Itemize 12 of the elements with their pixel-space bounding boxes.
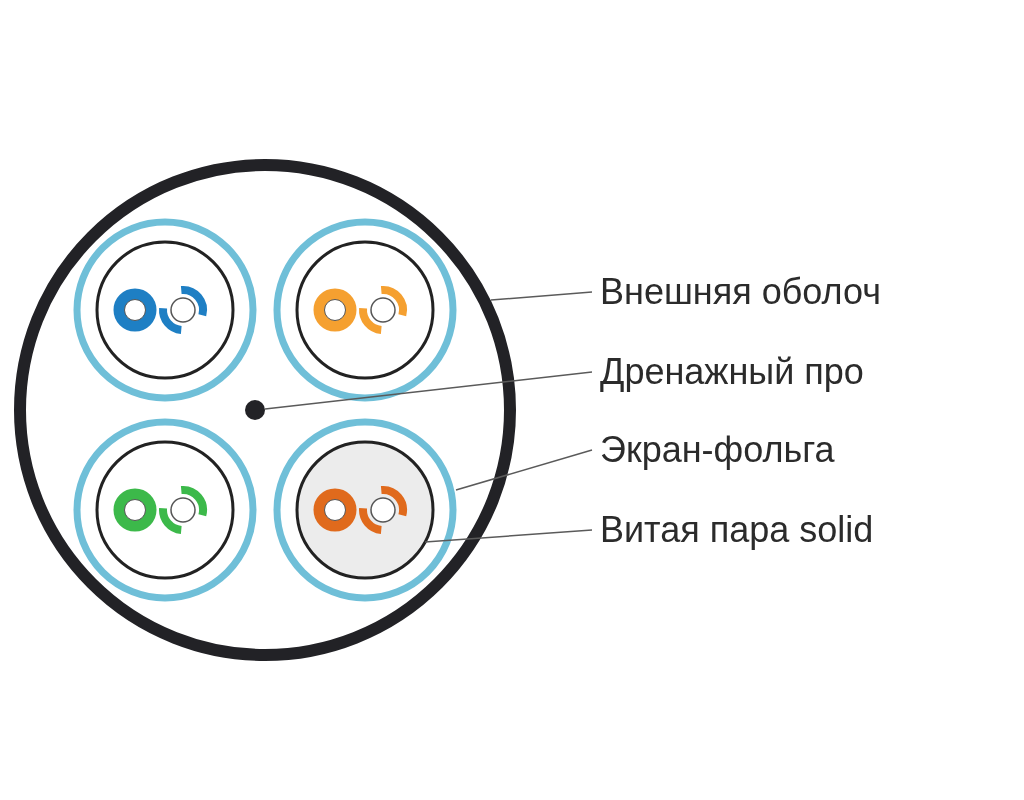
callout-label: Дренажный про xyxy=(600,352,864,392)
leader-line xyxy=(490,291,593,301)
callout-label: Витая пара solid xyxy=(600,510,874,550)
leader-line xyxy=(424,529,593,543)
leader-line xyxy=(264,371,593,410)
callout-label: Экран-фольга xyxy=(600,430,835,470)
leader-line xyxy=(455,449,593,491)
callout-label: Внешняя оболоч xyxy=(600,272,881,312)
drain-wire-dot xyxy=(245,400,265,420)
foil-shield-ring xyxy=(273,418,457,602)
twisted-pair-drawing xyxy=(295,440,435,580)
cable-jacket-circle xyxy=(14,159,516,661)
